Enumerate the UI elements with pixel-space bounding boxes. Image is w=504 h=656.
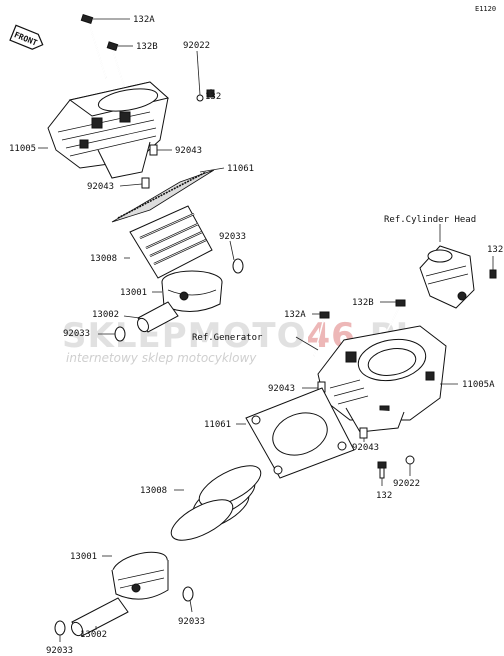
label-92033-bot-r: 92033 [178,617,205,627]
label-13001-bot: 13001 [70,552,97,562]
label-92043-mid-b: 92043 [352,443,379,453]
piston-pin-13002-bot [70,597,129,637]
washer-92022-top [196,94,204,102]
piston-pin-13002-top [136,301,179,333]
watermark-tagline: internetowy sklep motocyklowy [66,351,257,365]
label-13001-top: 13001 [120,288,147,298]
label-92022-bot: 92022 [393,479,420,489]
cylinder-block-11005 [47,81,170,179]
label-132a-top: 132A [133,15,155,25]
label-132b-mid: 132B [352,298,374,308]
ref-cylinder-head: Ref.Cylinder Head [384,215,476,225]
piston-13001-top [161,270,223,312]
label-92022-top: 92022 [183,41,210,51]
circlip-92033-top-r [232,258,244,274]
nut-132-top [206,89,215,98]
label-132b-top: 132B [136,42,158,52]
label-11005a: 11005A [462,380,495,390]
label-11061-bot: 11061 [204,420,231,430]
watermark: SKLEPMOTO46.PL internetowy sklep motocyk… [62,316,418,365]
dowel-92043-mid-b [359,427,368,439]
label-92033-top-l: 92033 [63,329,90,339]
ref-generator: Ref.Generator [192,333,263,343]
label-13008-top: 13008 [90,254,117,264]
label-132-top: 132 [205,92,221,102]
bolt-132-bot [377,461,387,479]
label-132-right: 132 [487,245,503,255]
label-13002-top: 13002 [92,310,119,320]
label-11061-top: 11061 [227,164,254,174]
cylinder-gasket-11061-top [111,169,215,223]
washer-92022-bot [405,455,415,465]
label-92043-top-b: 92043 [87,182,114,192]
diagram-code: E1120 [475,5,496,13]
label-92033-top-r: 92033 [219,232,246,242]
front-arrow-icon: FRONT [9,24,44,50]
piston-rings-13008-top [129,205,213,279]
circlip-92033-bot-l [54,620,66,636]
label-92033-bot-l: 92033 [46,646,73,656]
bolt-132-right [489,269,497,279]
cylinder-gasket-11061-bot [245,387,355,479]
label-92043-top-a: 92043 [175,146,202,156]
piston-rings-13008-bot [170,465,262,541]
label-92043-mid-a: 92043 [268,384,295,394]
piston-13001-bot [111,551,169,600]
stud-bolt-132a-mid [313,311,330,357]
label-13008-bot: 13008 [140,486,167,496]
cylinder-head-ref-part [419,245,475,309]
label-13002-bot: 13002 [80,630,107,640]
dowel-92043-top-a [149,144,158,156]
cylinder-block-11005a [317,325,447,433]
label-11005: 11005 [9,144,36,154]
circlip-92033-top-l [114,326,126,342]
label-132-bot: 132 [376,491,392,501]
stud-bolt-132a-top [80,13,107,79]
stud-bolt-132b-top [106,41,125,87]
dowel-92043-top-b [141,177,150,189]
label-132a-mid: 132A [284,310,306,320]
watermark-brand: SKLEPMOTO46.PL [62,316,418,356]
circlip-92033-bot-r [182,586,194,602]
